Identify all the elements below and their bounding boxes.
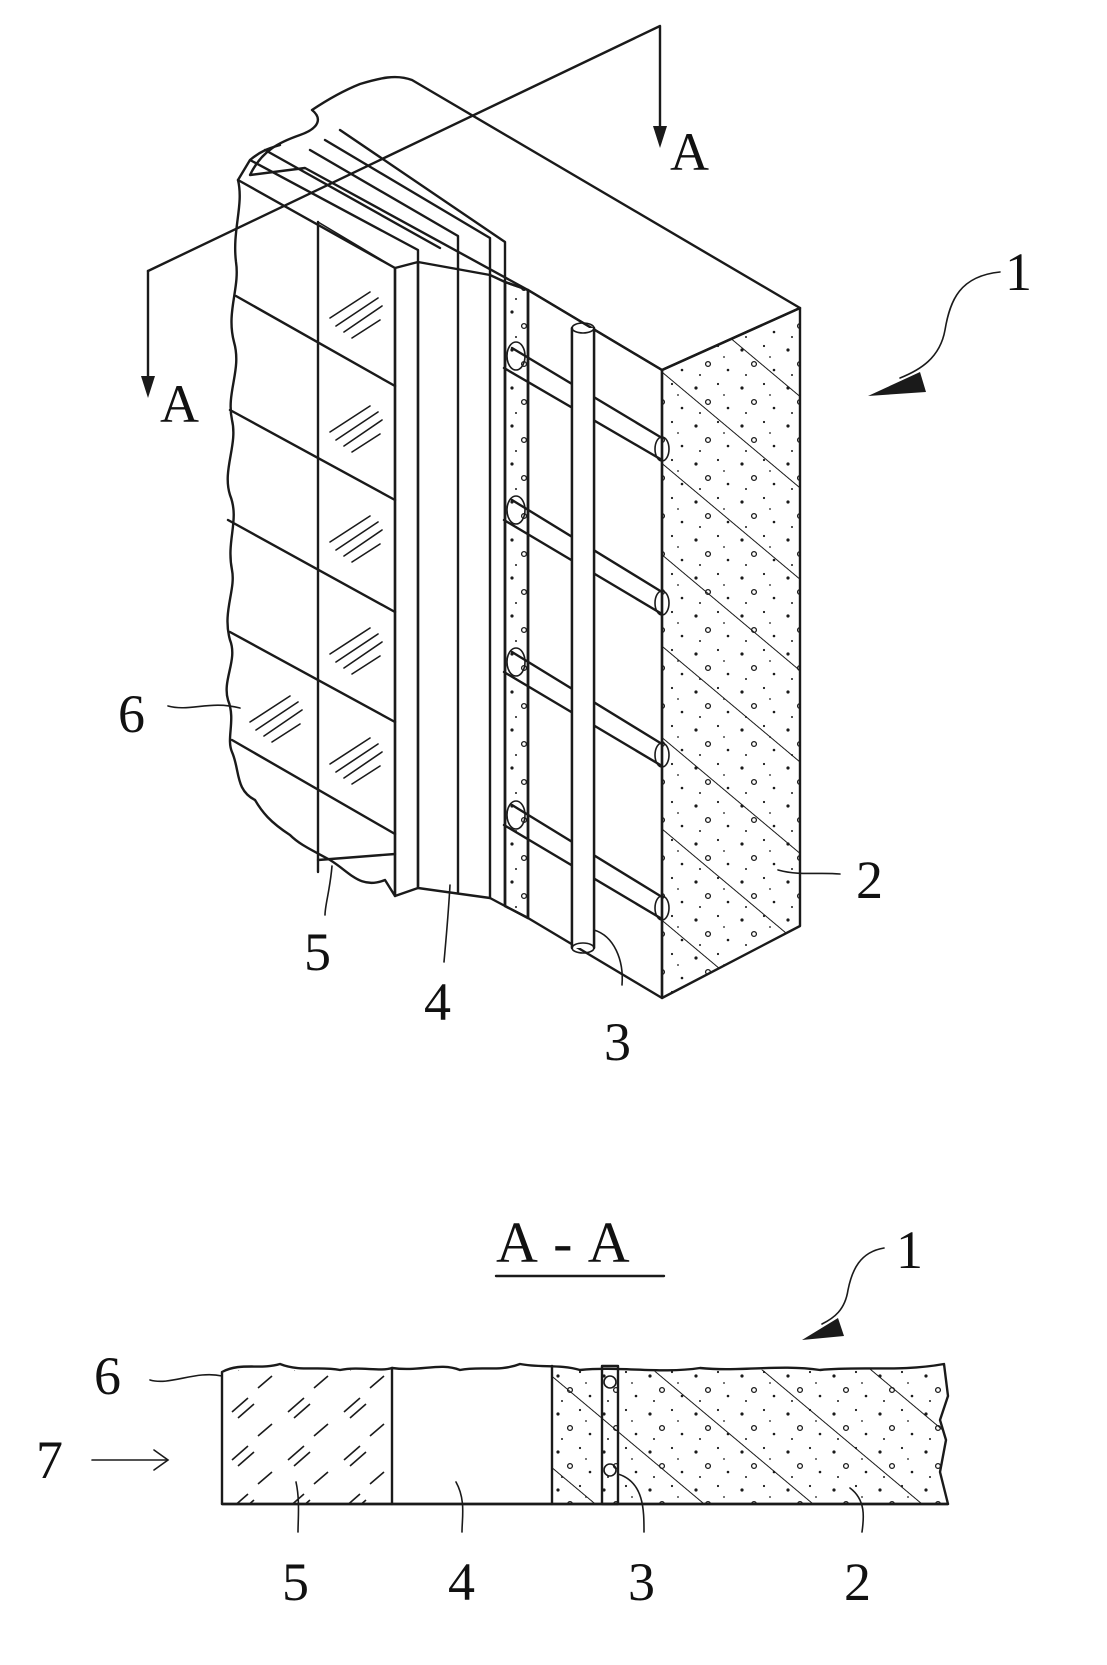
- tile-layer-side: [393, 260, 420, 898]
- section-tile-block: [222, 1370, 392, 1504]
- direction-arrow: [91, 1449, 170, 1471]
- ref-label-5: 5: [304, 922, 331, 982]
- leader-lines: [167, 271, 1001, 986]
- tile-grid: [226, 220, 397, 874]
- arrow-1-top: [868, 372, 926, 396]
- section-line: [141, 24, 667, 398]
- section-title: A - A: [496, 1210, 632, 1275]
- cavity-layer: [416, 260, 507, 908]
- ref-label-1: 1: [1005, 242, 1032, 302]
- glaze-marks: [249, 291, 383, 785]
- wall-top-surface: [248, 75, 802, 372]
- isometric-view: A A 1 6 5 4 3 2: [118, 24, 1032, 1072]
- tile-layer-face: [225, 178, 397, 898]
- section-ref-label-3: 3: [628, 1552, 655, 1612]
- section-view: A - A 1: [36, 1210, 950, 1612]
- section-ref-label-5: 5: [282, 1552, 309, 1612]
- ref-label-6: 6: [118, 684, 145, 744]
- section-ref-label-6: 6: [94, 1346, 121, 1406]
- ref-label-3: 3: [604, 1012, 631, 1072]
- section-ref-label-4: 4: [448, 1552, 475, 1612]
- ref-label-2: 2: [856, 850, 883, 910]
- section-ref-label-2: 2: [844, 1552, 871, 1612]
- arrow-1-section: [802, 1318, 844, 1340]
- section-marker-top: A: [670, 122, 709, 182]
- ref-label-4: 4: [424, 972, 451, 1032]
- section-marker-left: A: [160, 374, 199, 434]
- section-ref-label-1: 1: [896, 1220, 923, 1280]
- section-leaders: [149, 1247, 885, 1533]
- section-ref-label-7: 7: [36, 1430, 63, 1490]
